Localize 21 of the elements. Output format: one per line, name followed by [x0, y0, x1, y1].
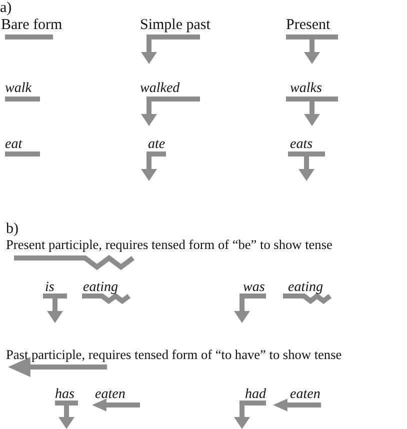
verb-form: eaten: [95, 387, 126, 402]
verb-form: has: [55, 387, 74, 402]
verb-form: ate: [148, 137, 166, 152]
verb-form: walk: [5, 81, 32, 96]
column-heading: Present: [286, 17, 330, 34]
verb-form: eat: [5, 137, 22, 152]
section-label: b): [6, 221, 18, 238]
column-heading: Bare form: [1, 17, 62, 34]
verb-form: eaten: [290, 387, 320, 402]
verb-form: walks: [290, 81, 322, 96]
description-text: Past participle, requires tensed form of “to have” to show tense: [6, 348, 342, 363]
verb-form: had: [245, 387, 266, 402]
description-text: Present participle, requires tensed form of “be” to show tense: [6, 238, 332, 253]
section-label: a): [0, 0, 12, 16]
verb-form: eating: [288, 280, 323, 296]
verb-form: was: [243, 280, 265, 296]
column-heading: Simple past: [140, 17, 210, 34]
verb-form: is: [45, 280, 54, 296]
verb-form: eating: [83, 280, 118, 296]
verb-form: eats: [290, 137, 313, 152]
verb-form: walked: [140, 81, 180, 96]
